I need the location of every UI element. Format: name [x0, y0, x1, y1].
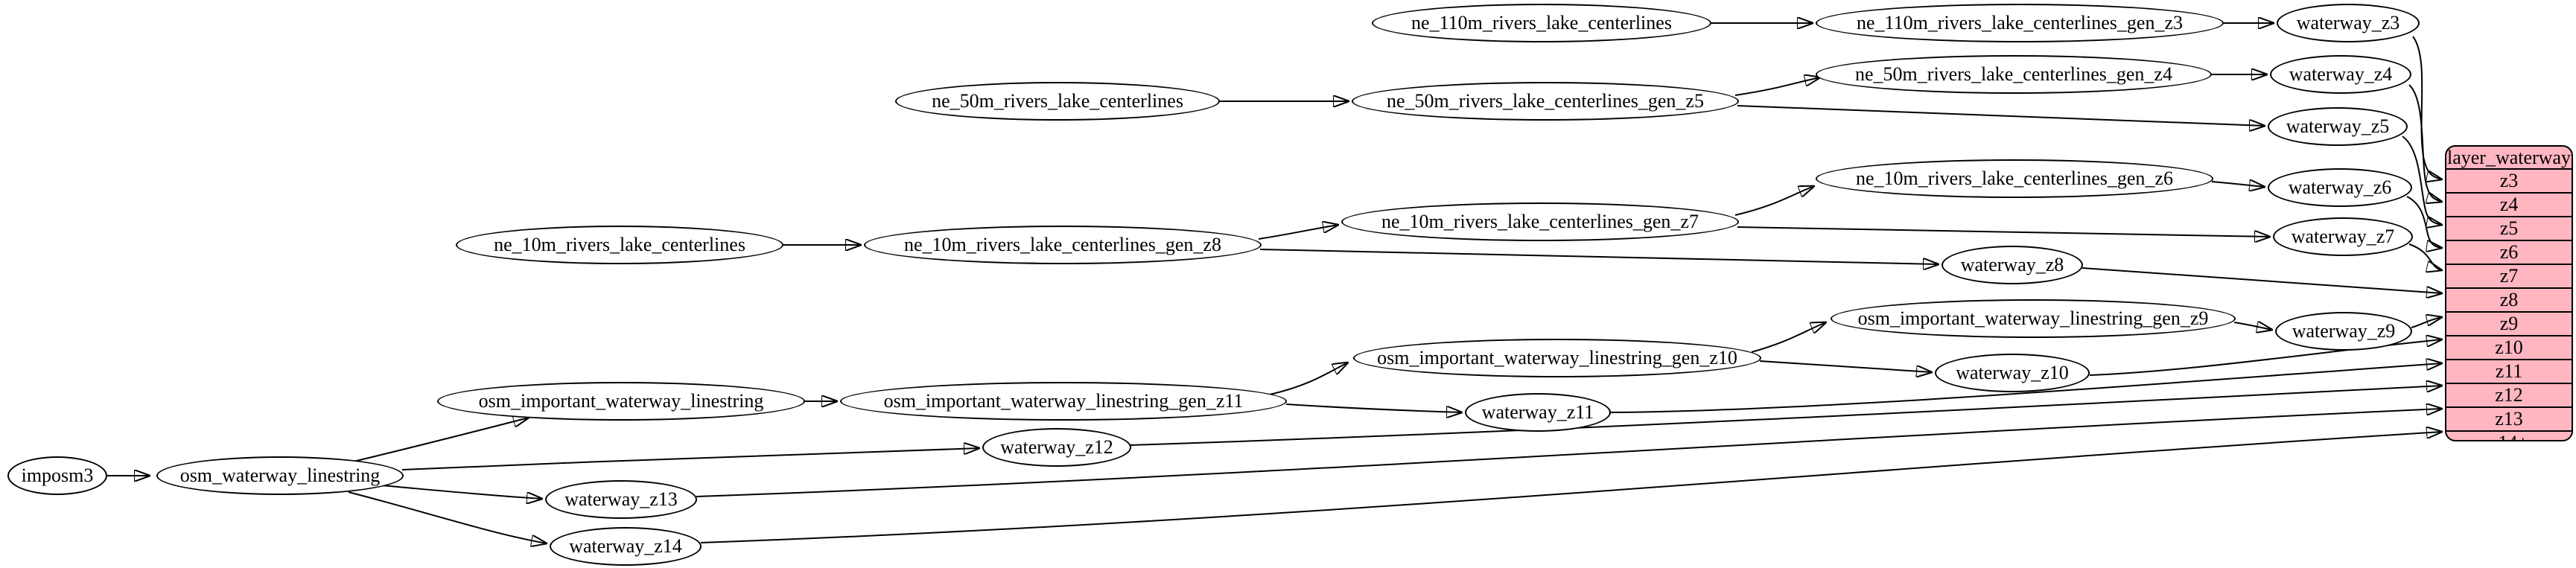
- edge-waterway_z11-row_z11: [1609, 363, 2442, 413]
- node-waterway_z4: waterway_z4: [2270, 55, 2411, 94]
- node-label: waterway_z6: [2288, 176, 2392, 198]
- node-osm_important_waterway_linestring: osm_important_waterway_linestring: [437, 382, 805, 421]
- table-row-z7: z7: [2446, 265, 2572, 289]
- table-row-z4: z4: [2446, 194, 2572, 217]
- node-label: osm_important_waterway_linestring_gen_z9: [1857, 307, 2209, 329]
- edge-waterway_z3-row_z3: [2412, 36, 2442, 179]
- edge-waterway_z13-row_z13: [696, 409, 2442, 497]
- node-ne_110m_rivers_lake_centerlines_gen_z3: ne_110m_rivers_lake_centerlines_gen_z3: [1816, 4, 2224, 42]
- table-row-z12: z12: [2446, 384, 2572, 408]
- node-ne_110m_rivers_lake_centerlines: ne_110m_rivers_lake_centerlines: [1372, 4, 1711, 42]
- edge-waterway_z7-row_z7: [2408, 243, 2442, 270]
- node-osm_important_waterway_linestring_gen_z9: osm_important_waterway_linestring_gen_z9: [1831, 299, 2236, 338]
- edge-osm_waterway_linestring-waterway_z14: [348, 491, 547, 543]
- node-label: imposm3: [21, 465, 94, 486]
- node-waterway_z12: waterway_z12: [982, 428, 1131, 467]
- node-label: waterway_z5: [2286, 115, 2390, 137]
- edge-osm_waterway_linestring-osm_important_waterway_linestring: [349, 418, 529, 463]
- node-label: waterway_z14: [569, 535, 682, 557]
- node-waterway_z7: waterway_z7: [2273, 217, 2413, 256]
- node-label: waterway_z13: [565, 488, 678, 510]
- edge-gen_z5-waterway_z5: [1737, 105, 2265, 126]
- node-imposm3: imposm3: [7, 456, 107, 495]
- table-row-z5: z5: [2446, 217, 2572, 241]
- table-row-z8: z8: [2446, 289, 2572, 313]
- node-label: waterway_z8: [1960, 254, 2064, 275]
- node-label: waterway_z10: [1956, 362, 2069, 383]
- node-ne_50m_rivers_lake_centerlines_gen_z4: ne_50m_rivers_lake_centerlines_gen_z4: [1816, 55, 2212, 94]
- node-waterway_z13: waterway_z13: [545, 480, 697, 519]
- layer-waterway-table-header: layer_waterway: [2446, 147, 2572, 170]
- node-label: waterway_z7: [2291, 226, 2395, 247]
- node-label: osm_important_waterway_linestring: [478, 390, 764, 412]
- node-label: ne_110m_rivers_lake_centerlines_gen_z3: [1857, 12, 2183, 33]
- layer-waterway-table: layer_waterway z3 z4 z5 z6 z7 z8 z9 z10 …: [2445, 145, 2573, 441]
- edge-gen_z7-waterway_z7: [1737, 226, 2270, 237]
- node-osm_waterway_linestring: osm_waterway_linestring: [156, 456, 404, 495]
- edge-waterway_z14-row_z14plus: [700, 432, 2442, 543]
- edge-waterway_z6-row_z6: [2406, 196, 2442, 248]
- node-label: waterway_z4: [2289, 63, 2393, 85]
- edge-gen_z5-gen_z4: [1734, 77, 1820, 96]
- edge-osm_waterway_linestring-waterway_z13: [381, 485, 542, 499]
- node-label: ne_50m_rivers_lake_centerlines: [932, 90, 1183, 112]
- node-osm_important_waterway_linestring_gen_z11: osm_important_waterway_linestring_gen_z1…: [840, 382, 1287, 421]
- node-ne_10m_rivers_lake_centerlines_gen_z7: ne_10m_rivers_lake_centerlines_gen_z7: [1341, 202, 1739, 241]
- node-waterway_z3: waterway_z3: [2277, 4, 2420, 42]
- edge-waterway_z4-row_z4: [2408, 84, 2442, 202]
- edge-gen_z10-gen_z9: [1751, 322, 1826, 353]
- edge-gen_z7-gen_z6: [1734, 186, 1814, 216]
- node-label: ne_110m_rivers_lake_centerlines: [1411, 12, 1672, 33]
- node-label: osm_waterway_linestring: [179, 465, 381, 486]
- edge-waterway_z8-row_z8: [2082, 267, 2442, 293]
- node-waterway_z10: waterway_z10: [1935, 354, 2090, 392]
- table-row-z9: z9: [2446, 313, 2572, 336]
- table-row-z14plus: z14+: [2446, 432, 2572, 440]
- edge-gen_z9-waterway_z9: [2233, 322, 2272, 330]
- node-label: ne_10m_rivers_lake_centerlines_gen_z6: [1856, 167, 2173, 189]
- table-row-z6: z6: [2446, 241, 2572, 265]
- node-label: ne_10m_rivers_lake_centerlines_gen_z8: [904, 234, 1221, 255]
- edge-osm_waterway_linestring-waterway_z12: [401, 448, 979, 470]
- node-label: waterway_z9: [2292, 320, 2396, 342]
- table-row-z13: z13: [2446, 408, 2572, 432]
- edge-gen_z11-waterway_z11: [1285, 403, 1462, 412]
- table-row-z3: z3: [2446, 170, 2572, 194]
- node-label: osm_important_waterway_linestring_gen_z1…: [883, 390, 1244, 412]
- node-label: ne_10m_rivers_lake_centerlines_gen_z7: [1381, 211, 1699, 232]
- node-label: ne_50m_rivers_lake_centerlines_gen_z5: [1387, 90, 1704, 112]
- node-label: waterway_z3: [2296, 12, 2400, 33]
- node-label: ne_10m_rivers_lake_centerlines: [494, 234, 745, 255]
- edge-waterway_z9-row_z9: [2411, 317, 2442, 328]
- node-ne_10m_rivers_lake_centerlines_gen_z8: ne_10m_rivers_lake_centerlines_gen_z8: [864, 226, 1262, 264]
- edge-waterway_z12-row_z12: [1130, 386, 2442, 446]
- edge-gen_z8-gen_z7: [1258, 225, 1338, 240]
- edge-gen_z11-gen_z10: [1269, 363, 1348, 395]
- edge-gen_z10-waterway_z10: [1759, 360, 1932, 372]
- node-ne_10m_rivers_lake_centerlines: ne_10m_rivers_lake_centerlines: [456, 226, 783, 264]
- node-ne_50m_rivers_lake_centerlines: ne_50m_rivers_lake_centerlines: [895, 82, 1220, 121]
- node-ne_50m_rivers_lake_centerlines_gen_z5: ne_50m_rivers_lake_centerlines_gen_z5: [1352, 82, 1739, 121]
- node-ne_10m_rivers_lake_centerlines_gen_z6: ne_10m_rivers_lake_centerlines_gen_z6: [1816, 159, 2213, 198]
- table-row-z11: z11: [2446, 360, 2572, 384]
- node-waterway_z5: waterway_z5: [2268, 107, 2408, 146]
- edge-gen_z8-waterway_z8: [1259, 249, 1939, 264]
- node-osm_important_waterway_linestring_gen_z10: osm_important_waterway_linestring_gen_z1…: [1353, 339, 1761, 377]
- edge-gen_z6-waterway_z6: [2211, 182, 2265, 187]
- table-row-z10: z10: [2446, 336, 2572, 360]
- node-waterway_z9: waterway_z9: [2275, 312, 2412, 351]
- node-label: osm_important_waterway_linestring_gen_z1…: [1377, 347, 1737, 368]
- node-waterway_z11: waterway_z11: [1465, 393, 1611, 432]
- node-label: ne_50m_rivers_lake_centerlines_gen_z4: [1855, 63, 2172, 85]
- node-label: waterway_z12: [1000, 436, 1113, 458]
- edge-waterway_z10-row_z10: [2089, 339, 2442, 376]
- node-waterway_z6: waterway_z6: [2268, 168, 2412, 207]
- node-waterway_z14: waterway_z14: [550, 527, 702, 566]
- node-label: waterway_z11: [1481, 401, 1594, 423]
- node-waterway_z8: waterway_z8: [1941, 246, 2083, 284]
- edge-waterway_z5-row_z5: [2402, 135, 2442, 225]
